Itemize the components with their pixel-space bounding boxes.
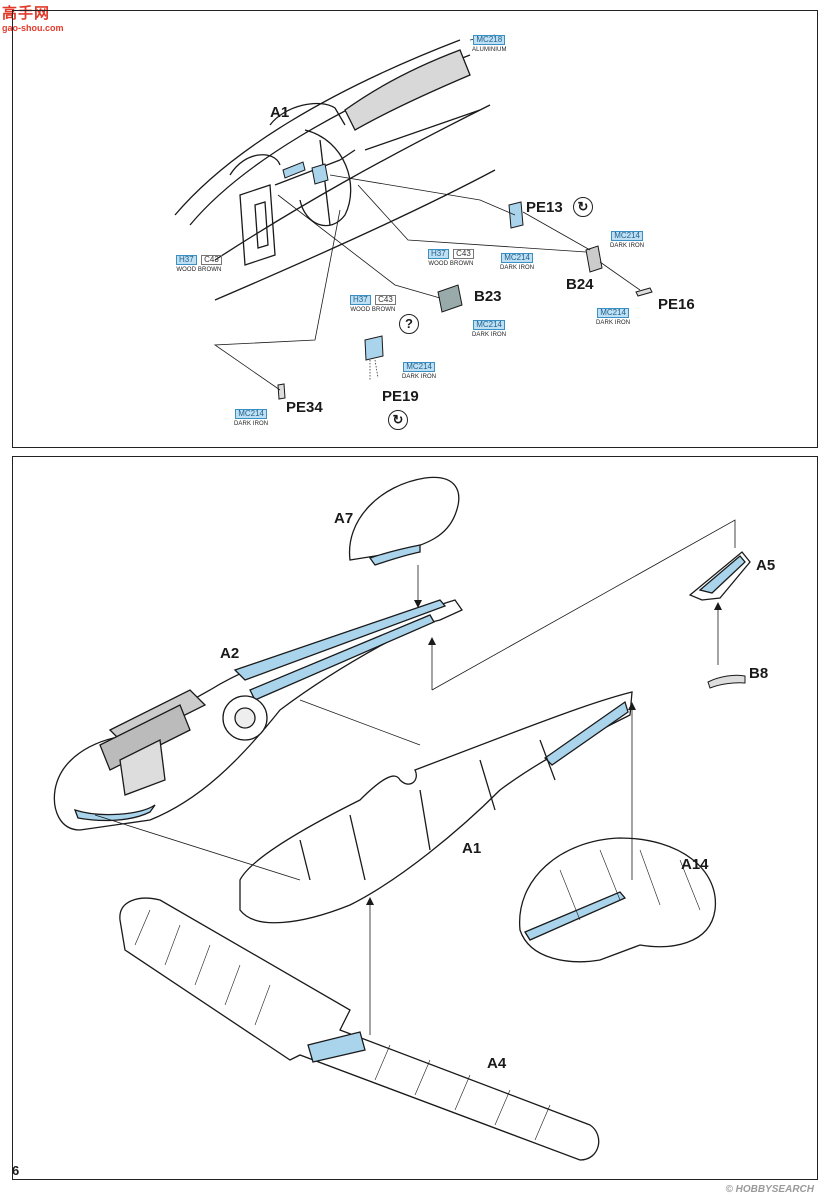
bottom-watermark: © HOBBYSEARCH — [725, 1184, 815, 1195]
rotate-icon: ↻ — [388, 410, 408, 430]
paint-name: DARK IRON — [402, 373, 437, 380]
part-label-a4: A4 — [487, 1055, 507, 1072]
pe19-chain — [369, 359, 379, 380]
rotate-icon: ↻ — [573, 197, 593, 217]
watermark-logo: 高手网 — [2, 5, 51, 22]
page-number: 6 — [12, 1163, 20, 1178]
paint-name: DARK IRON — [610, 242, 645, 249]
paint-name: WOOD BROWN — [428, 260, 474, 267]
paint-callout-mc214-pe16: MC214 DARK IRON — [596, 303, 630, 326]
a5-part — [688, 551, 751, 601]
paint-callout-h37-pe19: H37 C43 WOOD BROWN — [350, 290, 396, 313]
question-icon: ? — [399, 314, 419, 334]
paint-name: ALUMINIUM — [472, 46, 507, 53]
paint-callout-mc214-pe34: MC214 DARK IRON — [234, 404, 268, 427]
part-label-a1-top: A1 — [270, 104, 290, 121]
paint-name: WOOD BROWN — [176, 266, 222, 273]
paint-name: WOOD BROWN — [350, 306, 396, 313]
interior-blue-parts — [277, 161, 653, 400]
part-label-a2: A2 — [220, 645, 240, 662]
paint-code: MC214 — [501, 253, 534, 264]
a4-part — [119, 897, 600, 1161]
part-label-a1: A1 — [462, 840, 482, 857]
paint-code: H37 — [350, 295, 371, 306]
b8-part — [707, 674, 746, 689]
paint-callout-mc214-b24: MC214 DARK IRON — [610, 226, 644, 249]
top-watermark: 高手网 gao-shou.com — [2, 2, 64, 33]
paint-code-alt: C43 — [453, 249, 474, 260]
paint-code: MC214 — [403, 362, 436, 373]
part-label-b24: B24 — [566, 276, 594, 293]
paint-code-alt: C43 — [375, 295, 396, 306]
part-label-pe34: PE34 — [286, 399, 323, 416]
paint-name: DARK IRON — [596, 319, 631, 326]
top-step-panel — [12, 10, 818, 448]
paint-name: DARK IRON — [500, 264, 535, 271]
paint-code: MC214 — [611, 231, 644, 242]
paint-code: MC218 — [473, 35, 506, 46]
bottom-step-panel — [12, 456, 818, 1180]
paint-code: MC214 — [473, 320, 506, 331]
paint-callout-mc214-b23: MC214 DARK IRON — [472, 315, 506, 338]
part-label-a14: A14 — [681, 856, 709, 873]
part-label-pe19: PE19 — [382, 388, 419, 405]
arrow-heads — [366, 600, 722, 905]
paint-callout-h37-left: H37 C43 WOOD BROWN — [176, 250, 222, 273]
a14-part — [519, 837, 717, 963]
fuselage-interior-drawing — [174, 39, 496, 301]
paint-code: H37 — [428, 249, 449, 260]
paint-code: MC214 — [235, 409, 268, 420]
paint-code: H37 — [176, 255, 197, 266]
paint-name: DARK IRON — [472, 331, 507, 338]
paint-callout-mc214-pe19: MC214 DARK IRON — [402, 357, 436, 380]
part-label-b8: B8 — [749, 665, 769, 682]
part-label-b23: B23 — [474, 288, 502, 305]
paint-callout-h37-center: H37 C43 WOOD BROWN — [428, 244, 474, 267]
part-label-a5: A5 — [756, 557, 776, 574]
leader-lines — [213, 34, 641, 391]
paint-callout-mc214-pe13: MC214 DARK IRON — [500, 248, 534, 271]
paint-code: MC214 — [597, 308, 630, 319]
paint-name: DARK IRON — [234, 420, 269, 427]
part-label-pe16: PE16 — [658, 296, 695, 313]
a7-part — [348, 476, 460, 566]
watermark-url: gao-shou.com — [2, 23, 64, 33]
paint-callout-mc218: MC218 ALUMINIUM — [472, 30, 507, 53]
part-label-pe13: PE13 — [526, 199, 563, 216]
a1-part — [239, 691, 633, 924]
paint-code-alt: C43 — [201, 255, 222, 266]
a2-part — [53, 599, 463, 831]
part-label-a7: A7 — [334, 510, 354, 527]
bottom-leader-lines — [94, 519, 736, 1035]
